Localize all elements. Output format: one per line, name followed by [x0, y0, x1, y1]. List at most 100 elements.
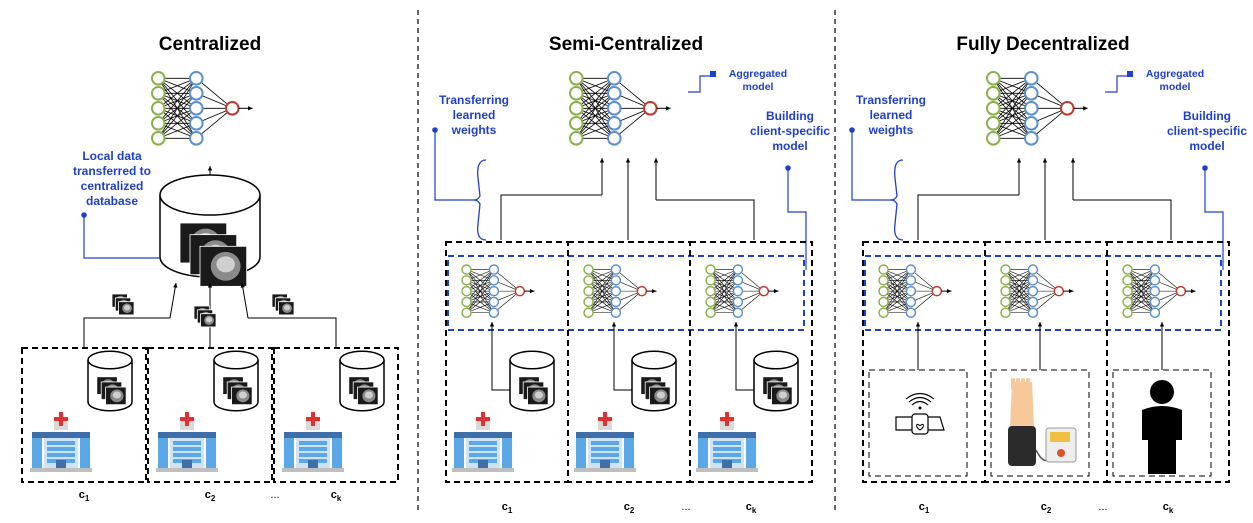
hidden-node: [1024, 131, 1039, 146]
transfer-label-line: learned: [870, 108, 913, 122]
hidden-node: [189, 86, 204, 101]
building-label-line: client-specific: [1167, 124, 1247, 138]
nn-output-arrow: [1185, 288, 1196, 294]
input-node: [1000, 264, 1011, 275]
mri-scans-icon: [348, 376, 379, 406]
client-database-icon: [339, 350, 385, 412]
mri-scans-icon: [193, 305, 217, 328]
building-label-line: model: [772, 139, 807, 153]
building-label-line: client-specific: [750, 124, 830, 138]
transfer-line: [248, 317, 337, 348]
annotation-marker: [710, 71, 716, 77]
hidden-node: [189, 116, 204, 131]
hidden-node: [905, 296, 917, 308]
input-node: [461, 285, 472, 297]
client-label: c2: [624, 501, 635, 515]
hidden-node: [1149, 285, 1161, 297]
hidden-node: [610, 296, 622, 308]
hidden-node: [1027, 307, 1039, 318]
client-boundary: [689, 241, 813, 483]
hidden-node: [607, 131, 622, 146]
input-node: [583, 307, 594, 318]
input-node: [569, 116, 584, 131]
hidden-node: [1149, 264, 1161, 275]
client-label: c1: [502, 501, 513, 515]
input-node: [878, 264, 889, 275]
input-node: [569, 86, 584, 101]
hidden-node: [732, 275, 744, 286]
hidden-node: [607, 116, 622, 131]
hidden-node: [610, 264, 622, 275]
input-node: [583, 296, 594, 308]
hidden-node: [607, 71, 622, 86]
hidden-node: [488, 307, 500, 318]
client-database-icon: [509, 350, 555, 412]
client-box: [273, 347, 399, 483]
hospital-icon: [282, 412, 344, 472]
client-box: [567, 241, 691, 483]
input-node: [1122, 296, 1133, 308]
data-arrow: [611, 322, 617, 350]
global-model-icon: [151, 71, 253, 146]
client-model-icon: [1122, 264, 1196, 318]
data-arrow: [1159, 322, 1165, 370]
input-node: [878, 285, 889, 297]
hidden-node: [905, 285, 917, 297]
ellipsis-label: ...: [270, 489, 279, 501]
input-node: [878, 296, 889, 308]
input-node: [1122, 307, 1133, 318]
data-arrow: [1037, 322, 1043, 370]
client-label: c1: [79, 489, 90, 503]
aggregated-label-line: Aggregated: [1146, 68, 1204, 80]
client-box: [862, 241, 986, 483]
download-arrow: [653, 158, 659, 200]
input-node: [986, 131, 1001, 146]
hidden-node: [1027, 285, 1039, 297]
hospital-icon: [30, 412, 92, 472]
input-node: [986, 86, 1001, 101]
aggregated-label-line: Aggregated: [729, 68, 787, 80]
hospital-icon: [156, 412, 218, 472]
input-node: [569, 71, 584, 86]
hidden-node: [607, 101, 622, 116]
hidden-node: [610, 275, 622, 286]
input-node: [151, 116, 166, 131]
annotation-line: [434, 130, 476, 201]
client-model-icon: [705, 264, 779, 318]
output-node: [514, 285, 526, 297]
hidden-node: [732, 296, 744, 308]
input-node: [461, 264, 472, 275]
input-node: [1122, 264, 1133, 275]
nn-output-arrow: [646, 288, 657, 294]
client-database-icon: [631, 350, 677, 412]
note-line: database: [86, 194, 138, 208]
hidden-node: [488, 275, 500, 286]
output-node: [636, 285, 648, 297]
data-arrow: [915, 322, 921, 370]
upload-arrow: [625, 158, 631, 240]
nn-output-arrow: [941, 288, 952, 294]
hospital-icon: [574, 412, 636, 472]
input-node: [151, 131, 166, 146]
client-model-icon: [1000, 264, 1074, 318]
hidden-node: [1149, 307, 1161, 318]
building-label-line: model: [1189, 139, 1224, 153]
upload-arrow: [1016, 158, 1022, 195]
download-arrow: [1070, 158, 1076, 200]
panel-title: Centralized: [159, 34, 261, 55]
client-model-icon: [878, 264, 952, 318]
hidden-node: [488, 264, 500, 275]
input-node: [705, 296, 716, 308]
output-node: [1053, 285, 1065, 297]
output-node: [1060, 101, 1075, 116]
hidden-node: [610, 285, 622, 297]
transfer-label-line: learned: [453, 108, 496, 122]
input-node: [705, 307, 716, 318]
hidden-node: [189, 131, 204, 146]
hidden-node: [1027, 296, 1039, 308]
nn-output-arrow: [1063, 288, 1074, 294]
